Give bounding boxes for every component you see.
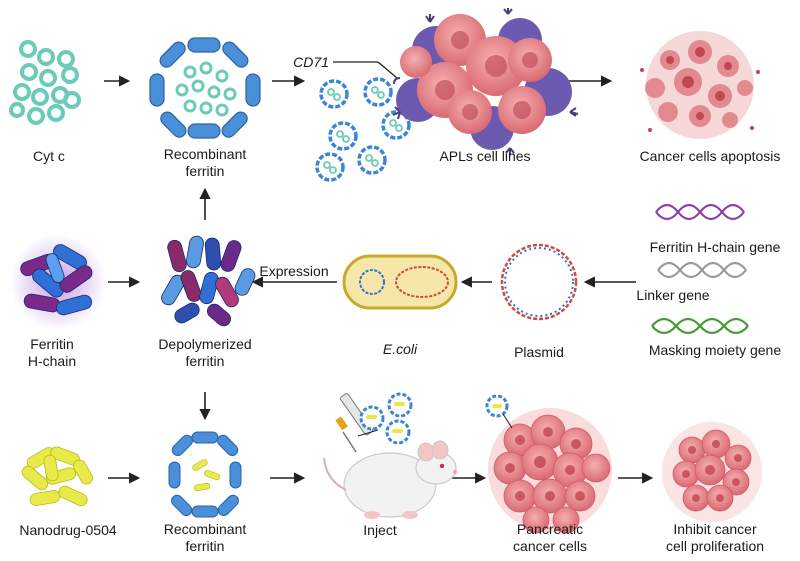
ferritin-h-chain-gene-icon <box>655 203 745 221</box>
label-pancreatic-cancer-cells: Pancreatic cancer cells <box>490 521 610 555</box>
label-expression: Expression <box>259 263 329 279</box>
label-inject: Inject <box>363 522 397 538</box>
ferritin-h-chain-icon <box>10 234 106 330</box>
masking-moiety-gene-icon <box>651 317 749 335</box>
depolymerized-ferritin-icon <box>161 235 256 327</box>
label-ferritin-h-chain-line2: H-chain <box>27 353 77 369</box>
label-masking-moiety-gene: Masking moiety gene <box>648 342 782 358</box>
inhibited-cancer-cells-icon <box>662 422 762 522</box>
plasmid-icon <box>500 243 578 321</box>
cyt-c-icon <box>9 40 81 125</box>
label-apls-cell-lines: APLs cell lines <box>439 148 531 164</box>
label-pancreatic-line2: cancer cells <box>513 538 587 554</box>
e-coli-icon <box>342 254 458 310</box>
label-cyt-c: Cyt c <box>33 148 65 164</box>
label-plasmid: Plasmid <box>514 344 564 360</box>
label-inhibit-line1: Inhibit cancer <box>673 521 757 537</box>
label-recombinant-ferritin-bottom: Recombinant ferritin <box>140 521 270 555</box>
apoptosis-cells-icon <box>640 31 760 139</box>
injected-nanoparticles-icon <box>357 392 413 445</box>
recombinant-ferritin-cyt-icon <box>149 37 261 139</box>
nanodrug-icon <box>21 446 93 507</box>
pancreatic-cancer-cells-icon <box>485 394 612 534</box>
label-linker-gene: Linker gene <box>636 287 710 303</box>
label-pancreatic-line1: Pancreatic <box>516 521 584 537</box>
label-cd71: CD71 <box>293 54 329 70</box>
linker-gene-icon <box>657 261 747 279</box>
label-recombinant-ferritin-bottom-line1: Recombinant <box>163 521 247 537</box>
label-recombinant-ferritin-bottom-line2: ferritin <box>185 538 225 554</box>
label-recombinant-ferritin-top-line2: ferritin <box>185 163 225 179</box>
label-depolymerized-ferritin: Depolymerized ferritin <box>140 336 270 370</box>
label-recombinant-ferritin-top: Recombinant ferritin <box>140 146 270 180</box>
label-depolymerized-ferritin-line1: Depolymerized <box>158 336 252 352</box>
label-ferritin-h-chain-line1: Ferritin <box>30 336 74 352</box>
recombinant-ferritin-nanodrug-icon <box>168 431 242 518</box>
label-inhibit-proliferation: Inhibit cancer cell proliferation <box>640 521 790 555</box>
label-depolymerized-ferritin-line2: ferritin <box>185 353 225 369</box>
label-e-coli: E.coli <box>382 341 418 357</box>
label-cancer-cells-apoptosis: Cancer cells apoptosis <box>639 148 781 164</box>
apls-cell-cluster-icon <box>392 8 579 155</box>
label-ferritin-h-chain: Ferritin H-chain <box>12 336 92 370</box>
label-recombinant-ferritin-top-line1: Recombinant <box>163 146 247 162</box>
label-inhibit-line2: cell proliferation <box>665 538 765 554</box>
label-nanodrug: Nanodrug-0504 <box>19 522 117 538</box>
label-ferritin-h-chain-gene: Ferritin H-chain gene <box>649 239 781 255</box>
flow-arrows <box>104 75 654 484</box>
mouse-icon <box>323 440 457 519</box>
ferritin-nanoparticles-icon <box>315 61 411 182</box>
